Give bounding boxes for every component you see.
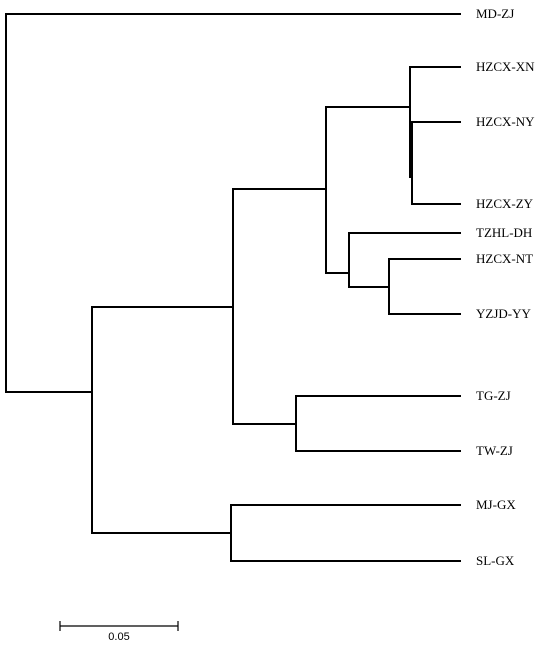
scale-bar: 0.05 — [59, 621, 179, 643]
taxon-label-hzcx-ny: HZCX-NY — [476, 114, 535, 129]
taxon-label-yzjd-yy: YZJD-YY — [476, 306, 531, 321]
taxon-label-mj-gx: MJ-GX — [476, 497, 516, 512]
taxon-label-tg-zj: TG-ZJ — [476, 388, 511, 403]
taxon-label-hzcx-nt: HZCX-NT — [476, 251, 533, 266]
taxon-label-hzcx-xn: HZCX-XN — [476, 59, 535, 74]
taxon-label-sl-gx: SL-GX — [476, 553, 515, 568]
taxon-label-tw-zj: TW-ZJ — [476, 443, 513, 458]
scale-bar-label: 0.05 — [108, 631, 129, 643]
taxon-label-md-zj: MD-ZJ — [476, 6, 514, 21]
taxon-label-tzhl-dh: TZHL-DH — [476, 225, 532, 240]
taxon-label-hzcx-zy: HZCX-ZY — [476, 196, 534, 211]
